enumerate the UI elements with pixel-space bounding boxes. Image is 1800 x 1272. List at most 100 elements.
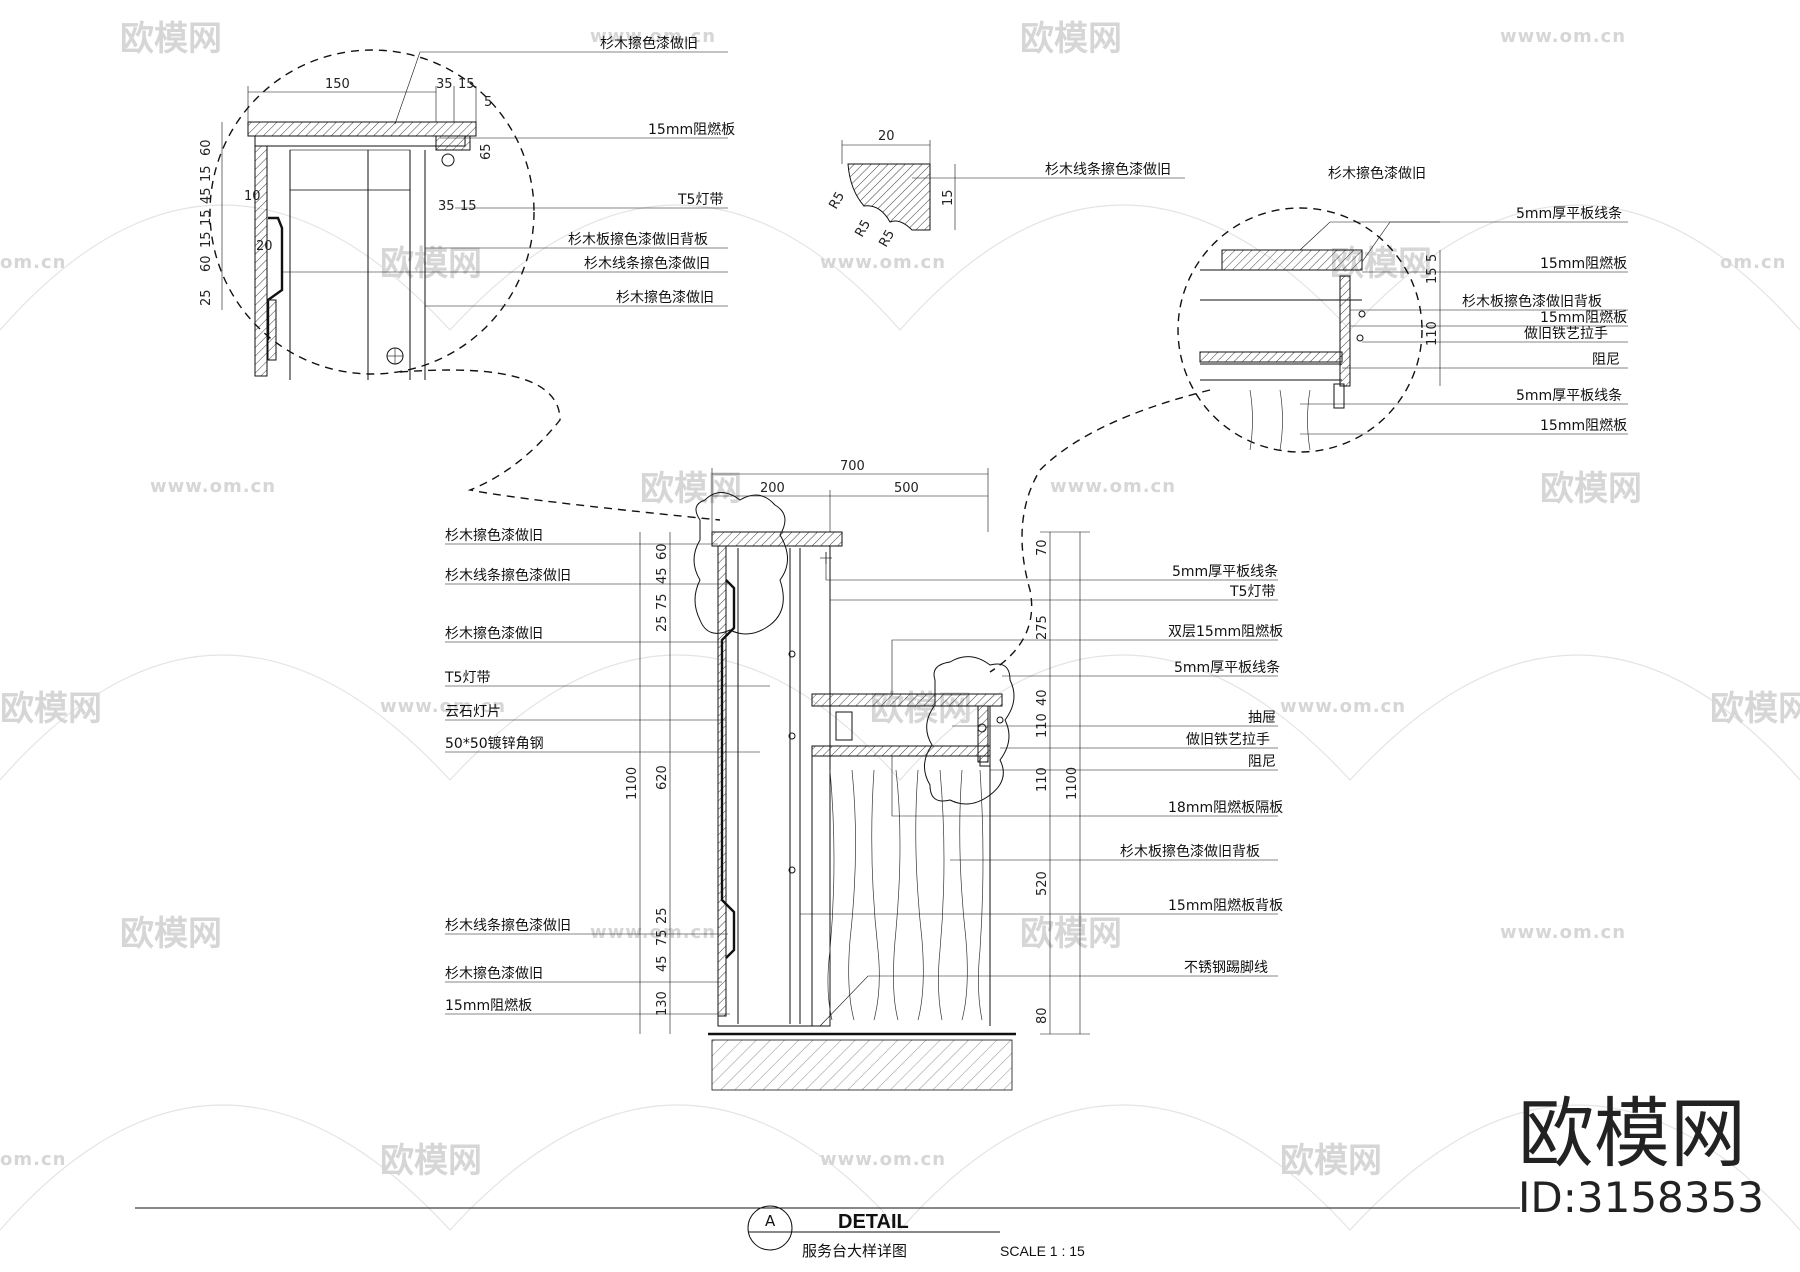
detail-marker-letter: A xyxy=(765,1212,776,1230)
watermark-brand: 欧模网 xyxy=(640,469,742,509)
counter-top-hatch xyxy=(1221,249,1363,271)
watermark-url: om.cn xyxy=(1720,252,1786,273)
label-section-left: 15mm阻燃板 xyxy=(445,997,532,1014)
watermark-brand: 欧模网 xyxy=(120,914,222,954)
detail-top-right: 5 15 110 杉木擦色漆做旧 5mm厚平板线条 15mm阻燃板 杉木板擦色漆… xyxy=(1177,165,1628,453)
dim-label: 75 xyxy=(655,593,670,610)
dim-label: 60 xyxy=(655,543,670,560)
dim-label: 130 xyxy=(655,991,670,1016)
column-cap xyxy=(711,531,843,547)
dim-label: R5 xyxy=(826,190,848,212)
dim-label: 15 xyxy=(199,209,214,226)
dim-label: 25 xyxy=(199,289,214,306)
label-section-left: 杉木线条擦色漆做旧 xyxy=(445,917,571,934)
main-section: 700 200 500 1100 60 45 75 25 620 25 75 4… xyxy=(444,459,1283,1091)
label-section-right: 15mm阻燃板背板 xyxy=(1168,897,1283,914)
page-title: DETAIL xyxy=(838,1211,909,1233)
label-section-right: T5灯带 xyxy=(1229,584,1275,600)
dim-label: 620 xyxy=(655,765,670,790)
watermark-url: www.om.cn xyxy=(590,922,716,943)
moulding-profile xyxy=(847,163,931,231)
detail-callout-circle xyxy=(209,49,535,375)
dim-label: 15 xyxy=(941,189,956,206)
dim-label: 500 xyxy=(894,481,919,496)
scale-label: SCALE 1 : 15 xyxy=(1000,1243,1085,1259)
watermark-url: www.om.cn xyxy=(820,252,946,273)
watermark-brand: 欧模网 xyxy=(120,19,222,59)
dim-label: 35 xyxy=(438,199,455,214)
counter-top xyxy=(811,693,1003,707)
brand-id: ID:3158353 xyxy=(1518,1173,1764,1222)
watermark-url: www.om.cn xyxy=(380,696,506,717)
dim-label: 80 xyxy=(1035,1007,1050,1024)
label-top-left: 杉木擦色漆做旧 xyxy=(616,289,714,306)
label-top-right: 5mm厚平板线条 xyxy=(1516,205,1622,222)
label-top-left: 杉木擦色漆做旧 xyxy=(600,35,698,52)
dim-label: 45 xyxy=(655,567,670,584)
dim-label: 20 xyxy=(256,239,273,254)
column-trim xyxy=(720,579,736,959)
callout-connector-right xyxy=(989,389,1211,673)
label-top-right: 做旧铁艺拉手 xyxy=(1524,326,1608,342)
label-top-right: 5mm厚平板线条 xyxy=(1516,387,1622,404)
label-top-left: 15mm阻燃板 xyxy=(648,121,735,138)
label-top-left: 杉木板擦色漆做旧背板 xyxy=(568,231,708,248)
label-section-right: 双层15mm阻燃板 xyxy=(1168,623,1283,640)
watermark-brand: 欧模网 xyxy=(1280,1141,1382,1181)
watermark-brand: 欧模网 xyxy=(0,689,102,729)
label-section-left: 云石灯片 xyxy=(445,704,501,720)
brand-mark: 欧模网 ID:3158353 xyxy=(1518,1089,1764,1222)
label-section-right: 阻尼 xyxy=(1248,754,1276,770)
top-cap-hatch xyxy=(247,121,477,137)
watermark-brand: 欧模网 xyxy=(1540,469,1642,509)
dim-label: 5 xyxy=(1425,254,1440,262)
dim-label: 110 xyxy=(1425,321,1440,346)
label-section-right: 杉木板擦色漆做旧背板 xyxy=(1120,843,1260,860)
dim-total: 1100 xyxy=(1065,767,1080,800)
dim-label: 45 xyxy=(655,955,670,972)
watermark-layer: 欧模网 欧模网 www.om.cn www.om.cn om.cn www.om… xyxy=(0,19,1800,1231)
label-section-right: 不锈钢踢脚线 xyxy=(1184,960,1268,976)
dim-label: 60 xyxy=(199,139,214,156)
label-section-right: 抽屉 xyxy=(1248,710,1276,726)
watermark-brand: 欧模网 xyxy=(1710,689,1800,729)
label-top-right: 15mm阻燃板 xyxy=(1540,309,1627,326)
label-section-right: 5mm厚平板线条 xyxy=(1174,659,1280,676)
detail-marker xyxy=(747,1205,793,1251)
watermark-url: www.om.cn xyxy=(1280,696,1406,717)
dim-label: 25 xyxy=(655,907,670,924)
dim-label: 5 xyxy=(484,95,492,110)
page-subtitle: 服务台大样详图 xyxy=(802,1242,907,1260)
floor-slab xyxy=(711,1039,1013,1091)
watermark-brand: 欧模网 xyxy=(1020,914,1122,954)
label-section-left: 杉木擦色漆做旧 xyxy=(445,625,543,642)
label-profile: 杉木线条擦色漆做旧 xyxy=(1045,161,1171,178)
label-section-left: 杉木线条擦色漆做旧 xyxy=(445,567,571,584)
revision-cloud xyxy=(924,656,1015,805)
dim-label: 200 xyxy=(760,481,785,496)
fire-board xyxy=(254,135,466,147)
title-block: A DETAIL 服务台大样详图 SCALE 1 : 15 xyxy=(135,1205,1520,1260)
watermark-brand: 欧模网 xyxy=(1020,19,1122,59)
dim-label: 15 xyxy=(458,77,475,92)
label-section-right: 5mm厚平板线条 xyxy=(1172,563,1278,580)
dim-label: 60 xyxy=(199,255,214,272)
detail-top-left: 150 35 15 5 65 35 15 60 15 45 15 15 60 2… xyxy=(199,35,735,380)
label-section-left: T5灯带 xyxy=(444,670,490,686)
dim-label: 15 xyxy=(199,165,214,182)
watermark-url: www.om.cn xyxy=(590,26,716,47)
dim-label: 110 xyxy=(1035,713,1050,738)
dim-label: 35 xyxy=(436,77,453,92)
label-section-right: 18mm阻燃板隔板 xyxy=(1168,799,1283,816)
dim-label: R5 xyxy=(876,228,898,250)
dim-label: 70 xyxy=(1035,539,1050,556)
dim-label: 700 xyxy=(840,459,865,474)
label-top-right: 杉木板擦色漆做旧背板 xyxy=(1462,293,1602,310)
label-section-left: 50*50镀锌角钢 xyxy=(445,735,544,752)
label-top-left: T5灯带 xyxy=(677,192,723,208)
side-panel xyxy=(254,145,268,377)
label-section-left: 杉木擦色漆做旧 xyxy=(445,527,543,544)
led-strip xyxy=(441,153,455,167)
dim-label: 10 xyxy=(244,189,261,204)
